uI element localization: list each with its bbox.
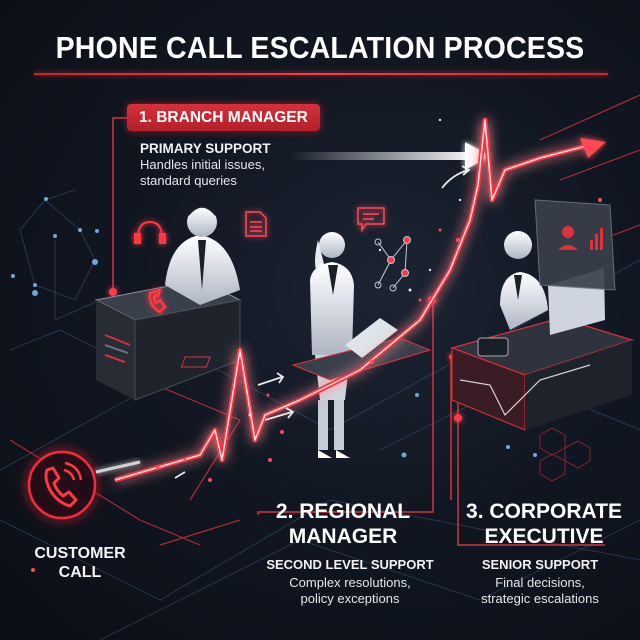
customer-call-label: CUSTOMER CALL: [20, 544, 140, 582]
document-icon: [245, 211, 267, 237]
level-3-title-line1: 3. CORPORATE: [466, 500, 622, 523]
level-3-title-line2: EXECUTIVE: [484, 525, 604, 548]
level-1-desc-line1: Handles initial issues,: [140, 157, 266, 172]
page-title: PHONE CALL ESCALATION PROCESS: [55, 30, 585, 65]
level-2-title: 2. REGIONAL MANAGER: [258, 499, 428, 549]
level-3-title: 3. CORPORATE EXECUTIVE: [455, 499, 633, 549]
branch-manager-desk: [94, 205, 267, 401]
arrow-head-icon: [465, 142, 490, 170]
level-1-desc-line2: standard queries: [140, 173, 237, 188]
level-2-role: SECOND LEVEL SUPPORT: [266, 557, 434, 572]
level-3-desc-line2: strategic escalations: [481, 591, 599, 606]
heartbeat-arrow-head-icon: [580, 138, 606, 158]
level-2-title-line1: 2. REGIONAL: [275, 500, 411, 523]
level-3-role: SENIOR SUPPORT: [481, 557, 599, 572]
level-1-description: Handles initial issues, standard queries: [140, 157, 265, 189]
level-1-title-badge: 1. BRANCH MANAGER: [127, 104, 320, 131]
level-2-title-line2: MANAGER: [288, 525, 398, 548]
network-nodes: [11, 197, 537, 458]
chat-icon: [357, 207, 385, 233]
title-underline: [34, 73, 608, 75]
level-2-description: Complex resolutions, policy exceptions: [240, 575, 460, 607]
level-3-description: Final decisions, strategic escalations: [440, 575, 640, 607]
level-2-desc-line1: Complex resolutions,: [289, 575, 411, 590]
level-3-desc-line1: Final decisions,: [495, 575, 585, 590]
customer-phone-icon: [27, 450, 97, 520]
customer-label-line2: CALL: [58, 564, 102, 581]
escalation-arrow: [290, 152, 480, 160]
corporate-executive-desk: [450, 199, 634, 431]
headset-icon: [134, 220, 166, 244]
regional-manager-figure: [180, 207, 432, 458]
level-2-desc-line2: policy exceptions: [300, 591, 400, 606]
heartbeat-line: [114, 117, 591, 483]
level-1-role: PRIMARY SUPPORT: [140, 141, 271, 156]
customer-label-line1: CUSTOMER: [34, 545, 126, 562]
